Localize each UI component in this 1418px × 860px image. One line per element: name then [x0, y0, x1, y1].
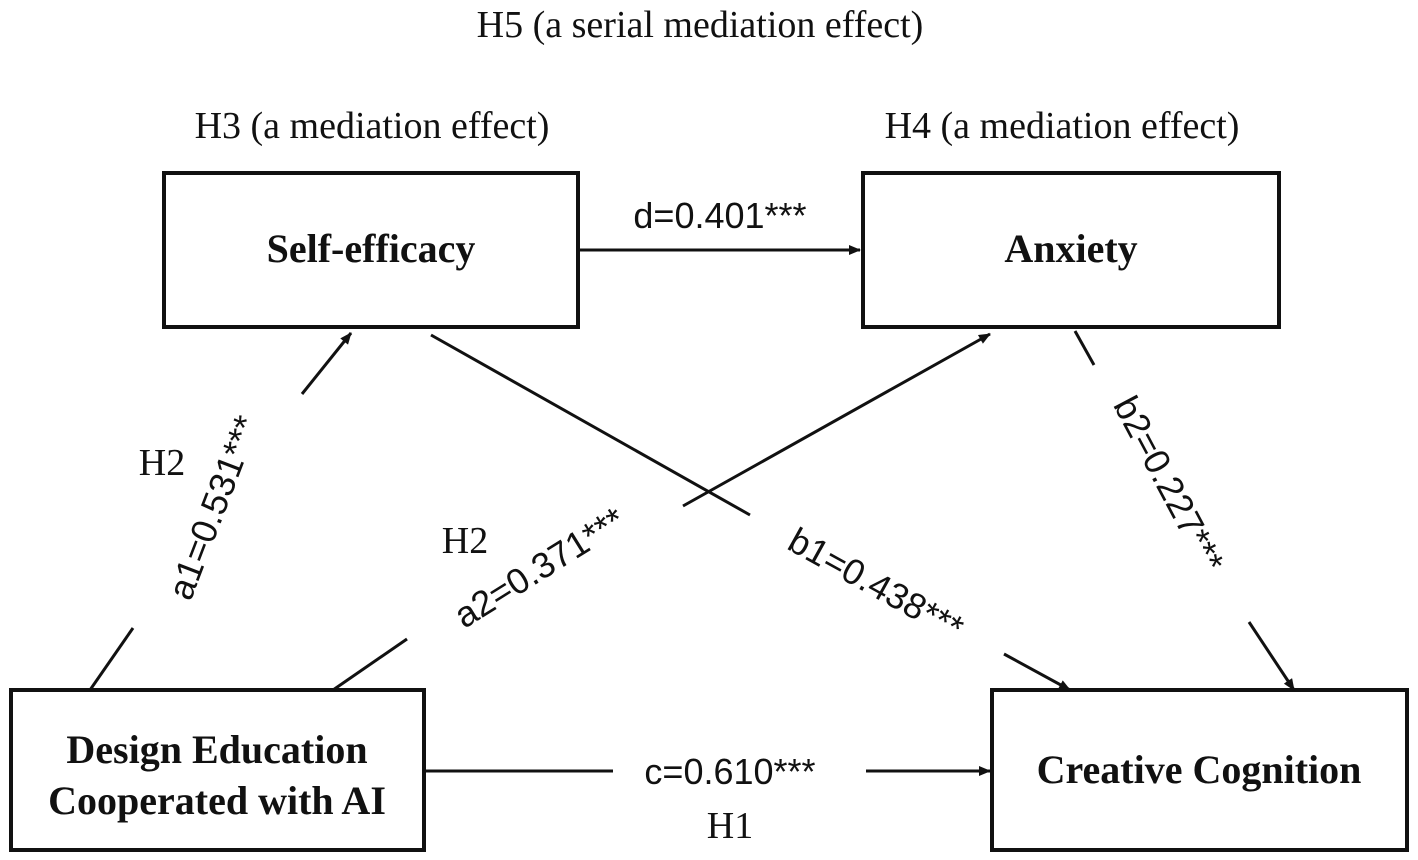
diagram-title: H5 (a serial mediation effect) [477, 4, 924, 46]
edge-b2-line-upper [1073, 330, 1096, 366]
anxiety-box [861, 171, 1281, 329]
edge-b2-arrow [1247, 621, 1296, 691]
edge-a2-hypothesis: H2 [442, 520, 488, 562]
edge-b1-coefficient: b1=0.438*** [782, 519, 971, 649]
design-education-label-line2: Cooperated with AI [48, 778, 386, 823]
self-efficacy-label: Self-efficacy [267, 226, 476, 271]
creative-cognition-box [990, 688, 1409, 852]
edge-a1-hypothesis: H2 [139, 442, 185, 484]
self-efficacy-hypothesis-label: H3 (a mediation effect) [195, 105, 550, 147]
edge-a2-arrow [682, 332, 991, 508]
design-education-label-line1: Design Education [66, 727, 367, 772]
edge-b1-arrow [1003, 652, 1071, 692]
edge-b2-coefficient: b2=0.227*** [1106, 389, 1233, 579]
anxiety-label: Anxiety [1004, 226, 1137, 271]
anxiety-hypothesis-label: H4 (a mediation effect) [885, 105, 1240, 147]
creative-cognition-label: Creative Cognition [1037, 747, 1362, 792]
edge-c-hypothesis: H1 [707, 805, 753, 847]
self-efficacy-box [162, 171, 580, 329]
edge-b1-line-upper [430, 333, 751, 517]
edge-d-coefficient: d=0.401*** [633, 195, 806, 236]
edge-a1-arrow [300, 332, 353, 395]
edge-a1-coefficient: a1=0.531*** [160, 410, 268, 605]
design-education-box [9, 688, 426, 852]
edge-a1-line-lower [88, 627, 135, 691]
edge-a2-line-lower [332, 637, 408, 692]
edge-c-coefficient: c=0.610*** [644, 751, 815, 792]
